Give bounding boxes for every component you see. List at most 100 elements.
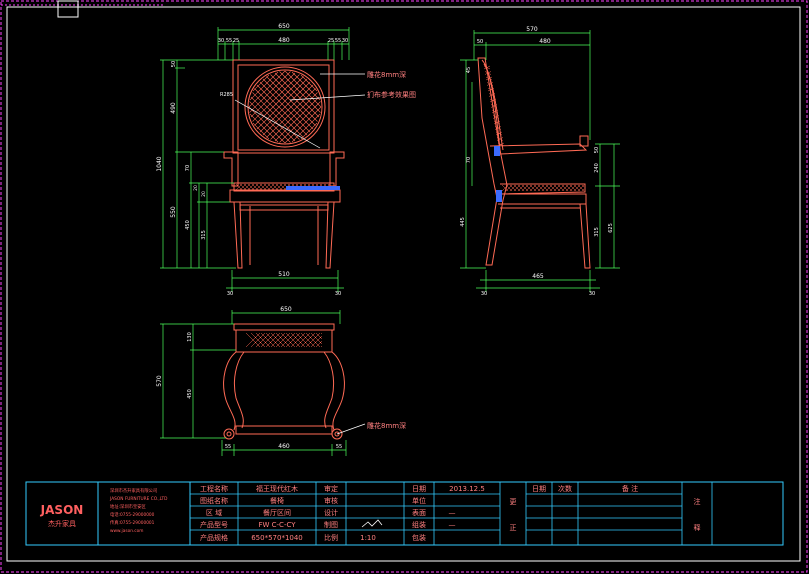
front-lattice <box>248 70 322 144</box>
hatch-line <box>490 104 498 108</box>
side-dim-left-top: 50 <box>477 39 483 45</box>
tb-value-drawing: 餐椅 <box>270 496 284 505</box>
tb-value-assembly: — <box>449 521 456 529</box>
tb-label-scale: 比例 <box>324 533 338 542</box>
side-seat-pattern <box>501 184 585 192</box>
hatch-line <box>320 332 323 335</box>
tb-value-project: 福王现代红木 <box>256 484 298 493</box>
hatch-line <box>274 72 320 118</box>
tb-change-bottom: 正 <box>510 524 517 532</box>
front-dims-top <box>217 27 350 60</box>
hatch-line <box>280 332 296 348</box>
company-logo: JASON <box>40 503 84 517</box>
side-dim-left-b: 70 <box>466 157 472 163</box>
tb-label-approve: 审定 <box>324 484 338 493</box>
side-back-pattern <box>483 65 505 147</box>
tb-change-top: 更 <box>510 498 517 506</box>
side-dim-right-b: 240 <box>594 163 600 173</box>
plan-dim-bottom-left: 55 <box>225 444 231 450</box>
side-dim-right-c: 315 <box>594 227 600 237</box>
hatch-line <box>497 142 505 147</box>
hatch-line <box>279 101 321 143</box>
front-dim-left-seg-2: 55 <box>226 38 232 44</box>
hatch-line <box>274 96 320 142</box>
title-block-grid <box>190 482 713 545</box>
top-stub-box <box>57 0 79 18</box>
company-line-6: www.jason.com <box>110 528 143 534</box>
plan-dim-top: 650 <box>280 306 292 313</box>
tb-label-project: 工程名称 <box>200 484 228 493</box>
hatch-line <box>266 76 316 126</box>
hatch-line <box>489 98 497 103</box>
tb-label-assembly: 组装 <box>412 520 426 529</box>
tb-value-model: FW C-C-CY <box>258 521 296 529</box>
tb-label-area: 区 域 <box>206 508 222 517</box>
front-dim-r3: 20 <box>193 185 199 191</box>
tb-label-design: 设计 <box>324 508 338 517</box>
side-dim-right-a: 50 <box>594 147 600 153</box>
hatch-line <box>320 345 323 348</box>
hatch-line <box>496 137 504 141</box>
side-foot-left: 30 <box>481 291 487 297</box>
side-seat-highlight <box>496 190 502 202</box>
hatch-line <box>270 92 318 140</box>
plan-dim-left-a: 130 <box>187 332 193 342</box>
hatch-line <box>255 332 271 348</box>
tb-note-bottom: 释 <box>694 524 701 532</box>
hatch-line <box>284 106 322 144</box>
front-foot-right: 30 <box>335 291 341 297</box>
front-dim-upper: 490 <box>170 102 177 114</box>
tb-label-date: 日期 <box>412 485 426 493</box>
hatch-line <box>300 74 318 92</box>
hatch-line <box>487 87 495 92</box>
plan-dim-bottom-mid: 460 <box>278 443 290 450</box>
tb-rev-header-date: 日期 <box>532 485 546 493</box>
hatch-line <box>284 70 322 108</box>
front-dim-leg: 450 <box>185 220 191 230</box>
side-chair-outline <box>477 57 591 269</box>
hatch-line <box>486 82 494 86</box>
hatch-line <box>295 332 311 348</box>
hatch-line <box>491 109 499 114</box>
hatch-line <box>275 332 291 348</box>
side-dim-left-c: 445 <box>460 217 466 227</box>
hatch-line <box>262 78 314 130</box>
hatch-line <box>485 76 493 81</box>
front-dim-bottom: 510 <box>278 271 290 278</box>
tb-value-surface: — <box>449 509 456 517</box>
front-round-label: R285 <box>220 92 233 98</box>
front-dim-left-seg-3: 25 <box>233 38 239 44</box>
front-dim-r1: 50 <box>171 61 177 67</box>
drafter-signature <box>361 519 383 528</box>
plan-leader <box>336 423 366 435</box>
plan-outline <box>223 323 345 440</box>
hatch-line <box>300 122 318 140</box>
hatch-line <box>290 332 306 348</box>
front-seat-highlight <box>286 186 340 190</box>
front-dim-inner: 480 <box>278 37 290 44</box>
hatch-line <box>581 184 585 188</box>
front-dim-r2: 70 <box>185 165 191 171</box>
front-leaders <box>234 73 366 149</box>
hatch-line <box>310 335 323 348</box>
company-line-5: 传真:0755-29000001 <box>110 519 155 526</box>
title-block: JASON 杰升家具 深圳市杰升家具有限公司 JASON FURNITURE C… <box>25 481 784 546</box>
front-dim-r4: 20 <box>201 191 207 197</box>
hatch-line <box>245 332 261 348</box>
hatch-line <box>484 71 492 75</box>
hatch-line <box>488 93 496 97</box>
title-block-frame <box>25 481 784 546</box>
side-dims <box>460 30 620 292</box>
front-dim-r5: 315 <box>201 230 207 240</box>
front-backrest <box>223 59 345 269</box>
company-line-4: 电话:0755-29000000 <box>110 511 155 518</box>
tb-label-spec: 产品规格 <box>200 533 228 542</box>
tb-note-top: 注 <box>694 497 701 506</box>
hatch-line <box>270 332 286 348</box>
tb-label-unit: 单位 <box>412 496 426 505</box>
hatch-line <box>581 188 585 192</box>
tb-value-spec: 650*570*1040 <box>251 534 303 542</box>
front-foot-left: 30 <box>227 291 233 297</box>
